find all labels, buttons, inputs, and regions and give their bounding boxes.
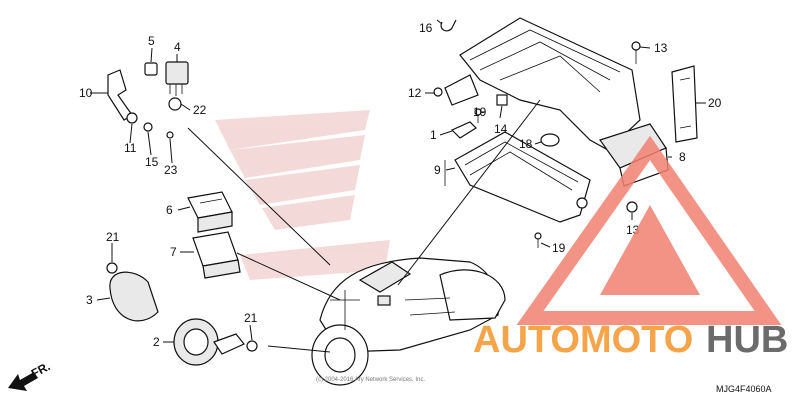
callout-16: 16 xyxy=(419,21,433,35)
watermark-brand-part1: AUTOMOTO xyxy=(473,319,693,361)
automotohub-watermark: AUTOMOTO HUB xyxy=(473,135,788,361)
motorcycle-part xyxy=(311,257,506,386)
horn-2-part xyxy=(173,318,258,366)
callout-11: 11 xyxy=(124,141,137,155)
watermark-brand-part2: HUB xyxy=(706,319,788,361)
callout-19-bottom: 19 xyxy=(552,241,566,255)
housing-7-part xyxy=(192,231,241,279)
callout-21-right: 21 xyxy=(244,311,258,325)
control-unit-6-part xyxy=(187,191,233,233)
callout-14: 14 xyxy=(494,122,508,136)
callout-3: 3 xyxy=(86,293,93,307)
callout-21-left: 21 xyxy=(106,230,120,244)
callout-1: 1 xyxy=(430,128,437,142)
callout-22: 22 xyxy=(193,103,207,117)
callout-7: 7 xyxy=(170,245,177,259)
cover-20-part xyxy=(671,65,698,143)
horn-3-part xyxy=(106,248,159,322)
callout-23: 23 xyxy=(164,163,178,177)
bolt-13-parts xyxy=(626,41,641,213)
front-arrow-icon xyxy=(8,372,38,391)
callout-9: 9 xyxy=(434,163,441,177)
callout-13-top: 13 xyxy=(654,41,668,55)
callout-8: 8 xyxy=(679,150,686,164)
callout-4: 4 xyxy=(174,40,181,54)
callout-2: 2 xyxy=(153,335,160,349)
frame-12-part xyxy=(433,17,641,151)
wing-logo-background xyxy=(215,110,390,280)
callout-15: 15 xyxy=(145,155,159,169)
callout-10: 10 xyxy=(79,86,93,100)
figure-code: MJG4F4060A xyxy=(716,384,772,394)
relay-bracket-part xyxy=(107,61,189,139)
callout-19-top: 19 xyxy=(473,105,487,119)
callout-12: 12 xyxy=(408,86,422,100)
watermark-triangle-icon xyxy=(516,135,782,325)
callout-18: 18 xyxy=(519,137,533,151)
copyright-text: (c) 2004-2016 Ary Network Services, Inc. xyxy=(316,377,425,383)
front-direction-indicator: FR. xyxy=(8,359,52,391)
callout-20: 20 xyxy=(708,96,722,110)
tray-9-part xyxy=(444,131,591,223)
callout-6: 6 xyxy=(166,203,173,217)
callout-5: 5 xyxy=(148,34,155,48)
small-parts xyxy=(440,19,560,248)
leader-lines xyxy=(90,19,706,353)
